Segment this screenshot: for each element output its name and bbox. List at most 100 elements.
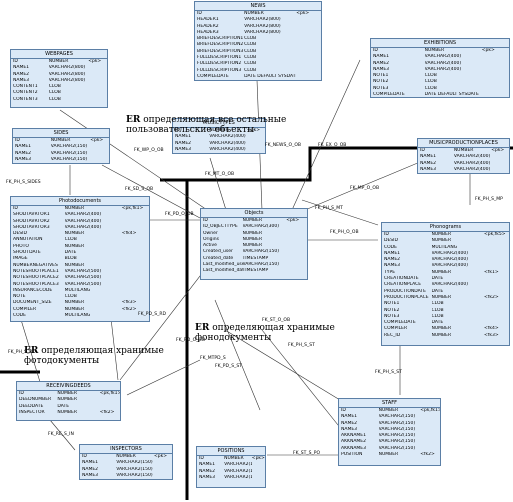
column-name: ID: [19, 391, 24, 396]
column-type: VARCHAR2(800): [244, 29, 281, 35]
column-name: CODE: [13, 313, 26, 319]
column-row: NOTE1 CLOB: [371, 73, 509, 79]
column-type: NUMBER: [431, 332, 452, 338]
column-key: <fk3>: [484, 332, 499, 338]
column-name: SHODTAVRTOR3: [13, 224, 50, 230]
column-name: HEADER3: [197, 29, 219, 35]
column-type: VARCHAR2(400): [209, 140, 246, 146]
column-key: <pk>: [246, 128, 260, 133]
relation-label: FK_MP_O_OB: [350, 186, 380, 191]
column-name: NAME1: [420, 154, 437, 160]
column-type: VARCHAR2(150): [50, 156, 88, 162]
column-name: SHODTAVRTOR1: [13, 212, 50, 218]
column-name: NAME3: [175, 146, 192, 152]
column-type: VARCHAR2(400): [209, 134, 246, 140]
note-user-objects: ER определяющая все остальные пользовате…: [126, 115, 296, 135]
column-type: NUMBER: [209, 128, 229, 133]
column-key: <pk,fk1>: [99, 391, 120, 396]
column-type: NUMBER: [242, 230, 263, 236]
column-type: VARCHAR2(150): [224, 468, 252, 474]
column-type: VARCHAR2(400): [453, 154, 491, 160]
column-type: VARCHAR2(150): [116, 472, 153, 478]
column-name: ID: [82, 454, 87, 459]
column-name: NAME3: [384, 263, 401, 269]
column-type: VARCHAR2(150): [378, 433, 416, 439]
column-type: CLOB: [424, 79, 437, 85]
column-type: NUMBER: [242, 243, 263, 249]
column-name: TYPE: [384, 269, 396, 275]
column-name: PRODUCTIONDATE: [384, 288, 426, 294]
column-name: NAME2: [341, 420, 358, 426]
column-name: NOTESHOOTPLACE2: [13, 275, 59, 281]
column-name: NAME2: [420, 160, 437, 166]
entity-title: Photodocuments: [11, 197, 149, 206]
column-name: DEEDNUMBER: [19, 397, 52, 403]
relation-label: FK_PH_S_RD: [8, 350, 36, 355]
entity-receivingdeeds[interactable]: RECEIVINGDEEDS ID NUMBER <pk,fk1> DEEDNUMBE…: [16, 381, 121, 421]
column-type: DATE DEFAULT SYSDATE: [244, 73, 297, 79]
column-name: CONTENT2: [13, 90, 38, 96]
column-type: CLOB: [244, 61, 257, 67]
column-type: NUMBER: [64, 231, 85, 237]
relation-label: FK_EX_O_OB: [318, 143, 347, 148]
column-name: PHOTO: [13, 243, 29, 249]
column-type: CLOB: [424, 73, 437, 79]
column-name: COMPILER: [384, 326, 408, 332]
column-name: NAME2: [82, 466, 99, 472]
column-type: VARCHAR2(800): [244, 23, 281, 29]
column-type: CLOB: [244, 67, 257, 73]
entity-title: STAFF: [339, 399, 440, 408]
column-name: ID: [13, 59, 18, 64]
column-name: POSITION: [341, 452, 363, 458]
column-name: ID: [384, 232, 389, 237]
column-name: Active: [203, 243, 217, 249]
relation-label: FK_PH_O_OB: [330, 230, 359, 235]
column-type: VARCHAR2(500): [64, 281, 102, 287]
entity-title: RECEIVINGDEEDS: [17, 382, 120, 391]
column-type: VARCHAR2(400): [64, 212, 102, 218]
divider-lines: [0, 146, 513, 500]
column-key: <pk>: [251, 456, 265, 461]
entity-positions[interactable]: POSITIONS IDNUMBER<pk>NAME1VARCHAR2(150)…: [196, 446, 266, 488]
column-name: NOTE1: [384, 301, 400, 307]
column-key: <fk4>: [484, 326, 499, 332]
column-type: VARCHAR2(150): [242, 249, 279, 255]
column-name: NOTE1: [373, 73, 389, 79]
column-name: NOTE3: [384, 313, 400, 319]
column-name: NAME3: [82, 472, 99, 478]
column-name: NOTESHOOTPLACE3: [13, 281, 59, 287]
column-type: VARCHAR2(150): [378, 439, 416, 445]
column-row: HEADER3 VARCHAR2(800): [195, 30, 321, 36]
column-type: NUMBER: [57, 397, 77, 403]
column-name: Last_modified_user: [203, 262, 243, 268]
column-type: DATE: [431, 276, 444, 282]
